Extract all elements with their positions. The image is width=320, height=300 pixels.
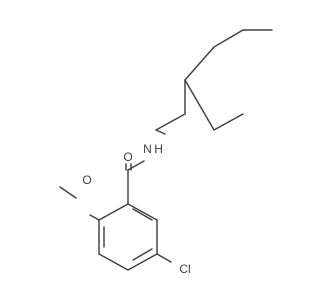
bond-ring-cl (156, 253, 172, 263)
ring-bond-4 (127, 253, 158, 271)
bond-o-me (59, 186, 77, 199)
ring-bond-5 (98, 253, 129, 271)
oxygen-carbonyl-label: O (123, 150, 132, 164)
bond-ch2-to-branch (155, 113, 186, 131)
bond-nh-ch2 (155, 129, 166, 135)
bond-chain-2 (213, 29, 244, 48)
ring-double-bond-2 (132, 248, 153, 261)
chlorine-label: Cl (179, 262, 190, 276)
ring-bond-2 (127, 203, 158, 221)
oxygen-methoxy-label: O (82, 173, 91, 187)
ring-bond-7 (98, 203, 129, 221)
bond-chain-3 (184, 46, 215, 81)
ring-double-bond-1 (132, 208, 153, 221)
bond-ethyl-2 (213, 113, 244, 131)
amide-nh-label: N H (143, 142, 163, 156)
molecule-diagram: O N H O Cl (59, 29, 273, 276)
bond-ethyl-1 (184, 79, 215, 131)
bond-ring-ome (89, 214, 100, 221)
structure-canvas: O N H O Cl (59, 29, 273, 277)
